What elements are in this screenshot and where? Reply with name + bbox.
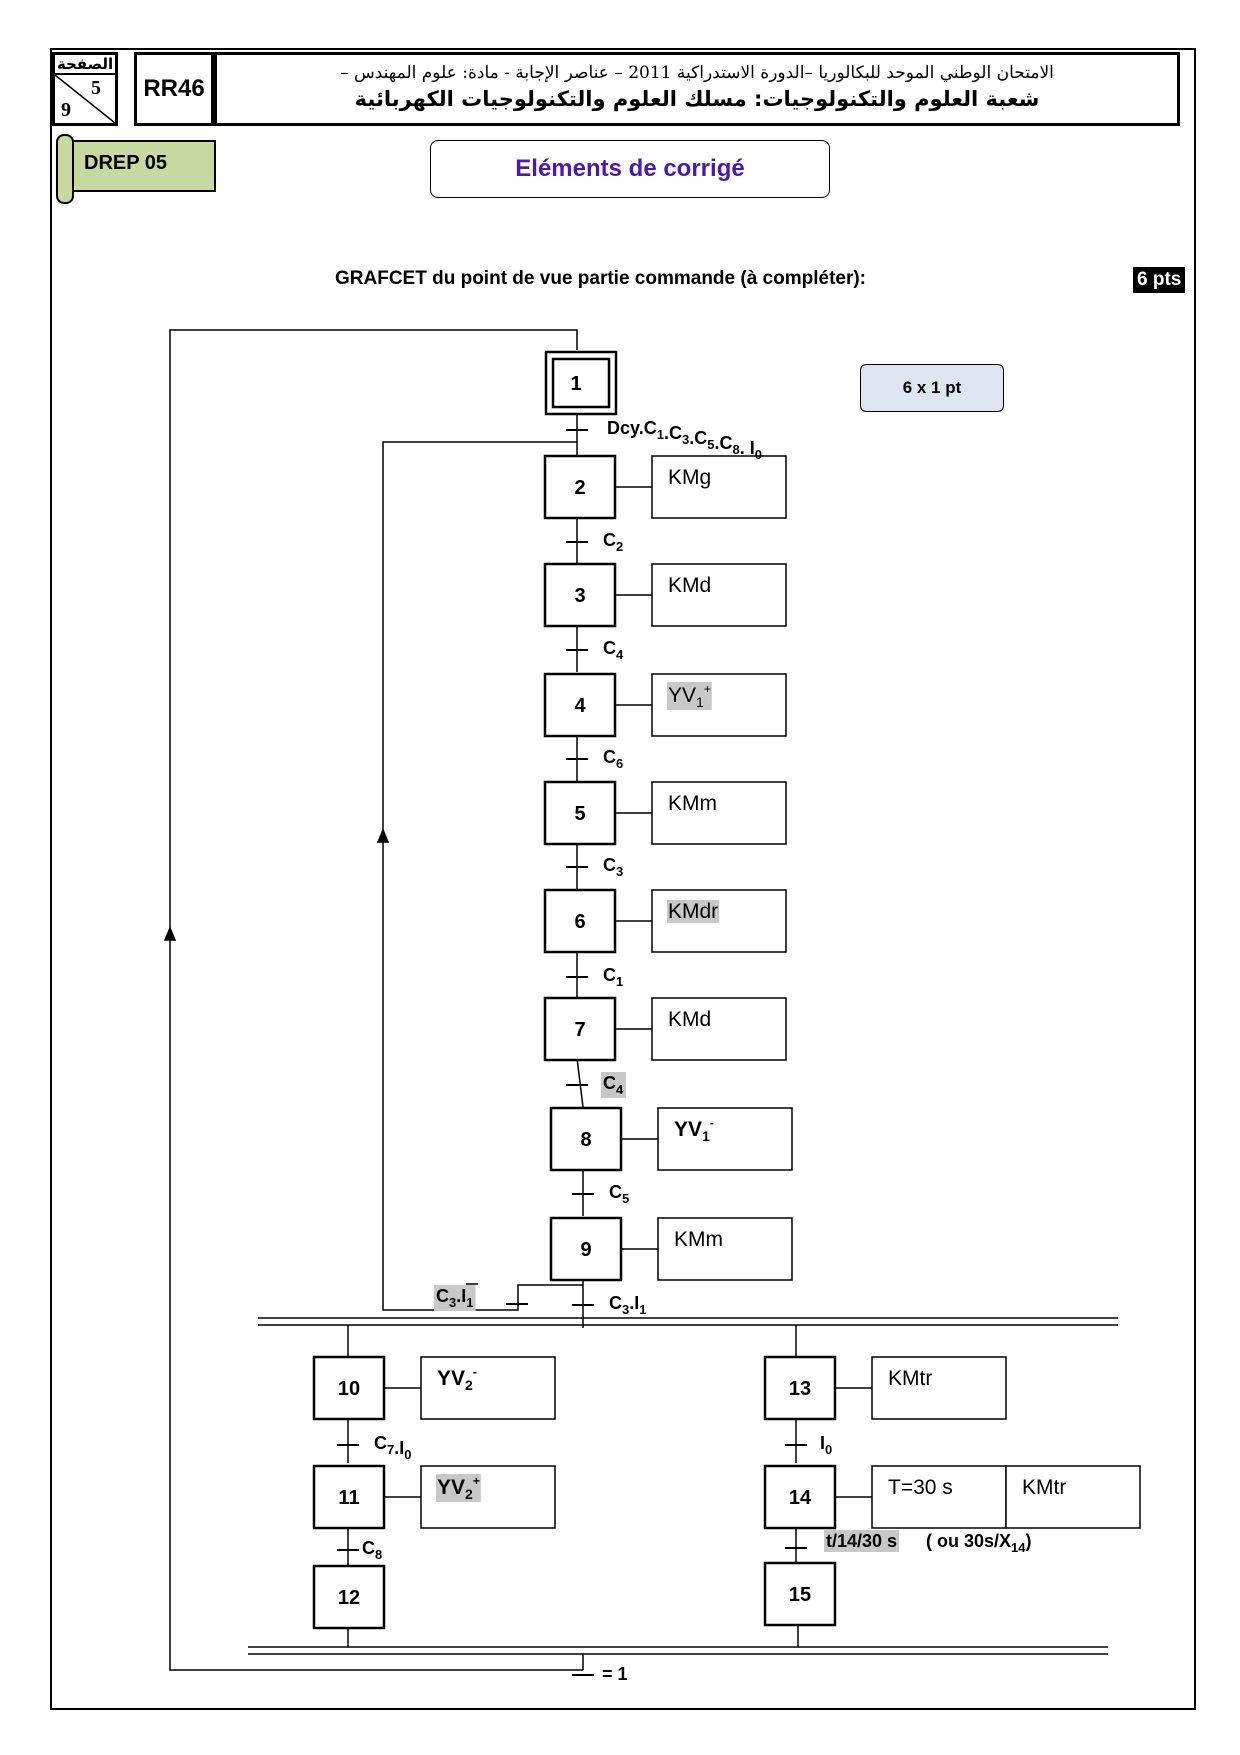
step-number: 12: [338, 1587, 360, 1609]
transition-bars: [337, 429, 807, 1676]
action-label: KMm: [668, 792, 717, 815]
action-box: [657, 1107, 793, 1171]
step-15: 15: [763, 1561, 837, 1627]
step-6: 6 KMdr: [543, 888, 787, 954]
page-number: 5: [91, 77, 101, 99]
transition-10-11: C7.I0: [374, 1433, 412, 1462]
page-divider: [55, 75, 115, 123]
transition-3-4: C4: [603, 638, 624, 662]
step-number: 13: [789, 1378, 811, 1400]
grafcet-subtitle: GRAFCET du point de vue partie commande …: [335, 268, 867, 289]
step-number: 7: [574, 1019, 585, 1041]
header-line-1: الامتحان الوطني الموحد للبكالوريا –الدور…: [340, 63, 1054, 83]
scroll-curl-icon: [56, 134, 74, 204]
step-13: 13 KMtr: [763, 1355, 1007, 1421]
action-label-2: KMtr: [1022, 1476, 1066, 1499]
step-4: 4 YV1+: [543, 672, 787, 738]
page-frame: [50, 48, 1196, 1710]
step-number: 8: [580, 1129, 591, 1151]
action-box: [871, 1356, 1007, 1420]
corrige-title: Eléments de corrigé: [430, 140, 830, 198]
drep-label: DREP 05: [84, 152, 168, 174]
page-number-box: الصفحة 5 9: [52, 52, 118, 126]
action-label: KMg: [668, 466, 711, 489]
action-label: KMd: [668, 1008, 711, 1031]
action-box: [651, 455, 787, 519]
step-number: 15: [789, 1584, 811, 1606]
action-label: KMm: [674, 1228, 723, 1251]
action-box: [871, 1465, 1007, 1529]
step-5: 5 KMm: [543, 780, 787, 846]
step-8: 8 YV1-: [549, 1106, 793, 1172]
transition-9-loop: C3.I1: [436, 1286, 474, 1310]
header-line-2: شعبة العلوم والتكنولوجيات: مسلك العلوم و…: [354, 87, 1040, 111]
page-label: الصفحة: [55, 55, 115, 75]
transition-4-5: C6: [603, 747, 623, 771]
step-number: 9: [580, 1239, 591, 1261]
action-label: KMd: [668, 574, 711, 597]
step-number: 3: [574, 585, 585, 607]
page-total: 9: [61, 99, 71, 121]
action-box: [420, 1356, 556, 1420]
transition-14-15: t/14/30 s: [826, 1531, 897, 1551]
drep-banner: DREP 05: [56, 134, 216, 204]
exam-header: الامتحان الوطني الموحد للبكالوريا –الدور…: [214, 52, 1180, 126]
step-14: 14 T=30 s KMtr: [763, 1464, 1141, 1530]
action-box: [651, 781, 787, 845]
points-badge: 6 pts: [1133, 267, 1186, 293]
step-number: 10: [338, 1378, 360, 1400]
step-9: 9 KMm: [549, 1216, 793, 1282]
action-label: KMdr: [668, 900, 718, 923]
transition-11-12: C8: [362, 1538, 382, 1562]
action-label: T=30 s: [888, 1476, 953, 1499]
step-number: 6: [574, 911, 585, 933]
transition-14-15-alt: ( ou 30s/X14): [926, 1531, 1032, 1555]
action-box: [657, 1217, 793, 1281]
action-label: YV1+: [668, 682, 711, 710]
transition-1-2: Dcy.C1.C3.C5.C8. I0: [607, 418, 762, 462]
transition-end: = 1: [602, 1664, 628, 1684]
transition-8-9: C5: [609, 1182, 629, 1206]
step-number: 14: [789, 1487, 812, 1509]
grafcet-links: [163, 329, 1118, 1671]
action-label: YV2-: [437, 1365, 477, 1393]
step-number: 1: [570, 373, 581, 395]
transition-13-14: I0: [820, 1433, 832, 1457]
transition-2-3: C2: [603, 530, 623, 554]
step-2: 2 KMg: [543, 454, 787, 520]
step-11: 11 YV2+: [312, 1464, 556, 1530]
points-note: 6 x 1 pt: [860, 364, 1004, 412]
action-label: KMtr: [888, 1367, 932, 1390]
action-box: [651, 563, 787, 627]
exam-code: RR46: [134, 52, 214, 126]
step-number: 5: [574, 803, 585, 825]
step-1: 1: [544, 350, 618, 416]
transition-5-6: C3: [603, 855, 623, 879]
step-10: 10 YV2-: [312, 1355, 556, 1421]
step-7: 7 KMd: [543, 996, 787, 1062]
step-number: 2: [574, 477, 585, 499]
transition-9-parallel: C3.I1: [609, 1293, 646, 1317]
step-12: 12: [312, 1564, 386, 1630]
step-number: 4: [574, 695, 586, 717]
action-label: YV2+: [437, 1474, 480, 1502]
action-label: YV1-: [674, 1116, 714, 1144]
transition-7-8: C4: [603, 1073, 624, 1097]
step-number: 11: [338, 1487, 359, 1509]
step-3: 3 KMd: [543, 562, 787, 628]
action-box: [651, 997, 787, 1061]
action-box-2: [1005, 1465, 1141, 1529]
transition-6-7: C1: [603, 965, 623, 989]
